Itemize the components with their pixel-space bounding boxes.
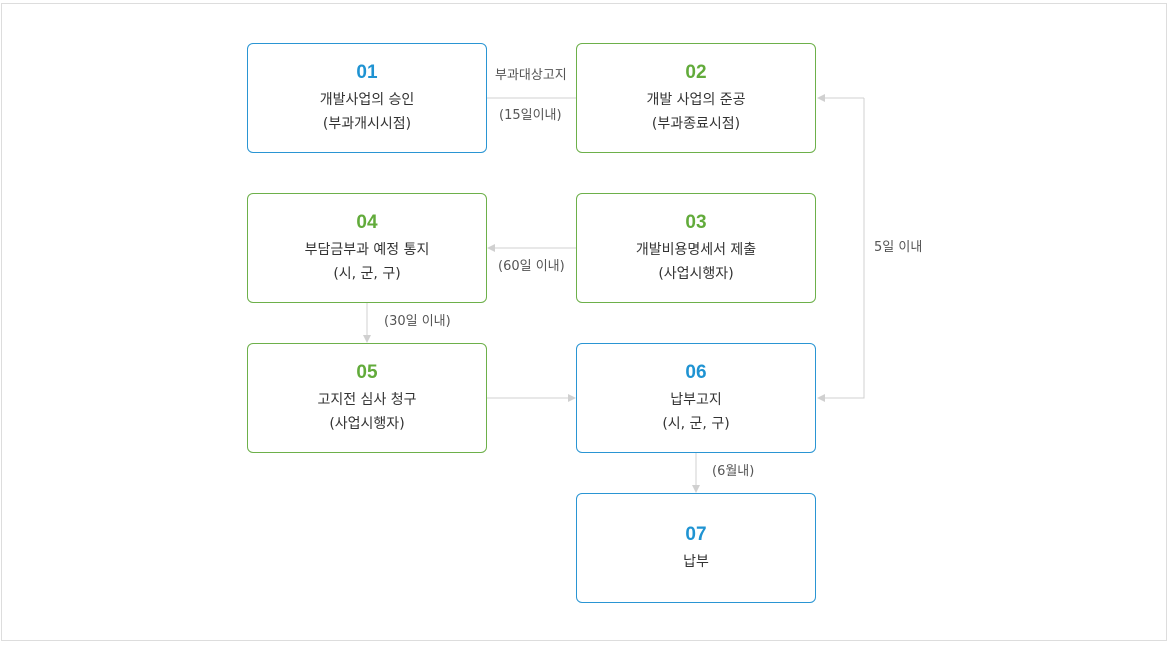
- step-subtitle: (사업시행자): [658, 265, 734, 282]
- step-title: 납부고지: [670, 391, 722, 408]
- connector-label-03-04: (60일 이내): [498, 259, 565, 274]
- step-06-box: 06 납부고지 (시, 군, 구): [576, 343, 816, 453]
- connector-label-06-02: 5일 이내: [874, 240, 923, 255]
- step-title: 개발 사업의 준공: [646, 91, 746, 108]
- step-04-box: 04 부담금부과 예정 통지 (시, 군, 구): [247, 193, 487, 303]
- step-03-box: 03 개발비용명세서 제출 (사업시행자): [576, 193, 816, 303]
- diagram-frame: [1, 3, 1167, 641]
- step-subtitle: (부과종료시점): [651, 115, 741, 132]
- connector-06-02: [817, 98, 865, 402]
- connector-label-01-02-bottom: (15일이내): [499, 108, 562, 123]
- step-number: 02: [685, 61, 707, 83]
- step-subtitle: (사업시행자): [329, 415, 405, 432]
- step-title: 부담금부과 예정 통지: [304, 241, 430, 258]
- step-05-box: 05 고지전 심사 청구 (사업시행자): [247, 343, 487, 453]
- step-number: 06: [685, 361, 707, 383]
- step-01-box: 01 개발사업의 승인 (부과개시시점): [247, 43, 487, 153]
- step-subtitle: (시, 군, 구): [662, 415, 730, 432]
- connector-label-06-07: (6월내): [712, 464, 755, 479]
- step-number: 03: [685, 211, 707, 233]
- step-number: 07: [685, 523, 707, 545]
- step-07-box: 07 납부: [576, 493, 816, 603]
- step-subtitle: (부과개시시점): [322, 115, 412, 132]
- step-number: 04: [356, 211, 378, 233]
- step-number: 05: [356, 361, 378, 383]
- step-number: 01: [356, 61, 378, 83]
- step-02-box: 02 개발 사업의 준공 (부과종료시점): [576, 43, 816, 153]
- step-subtitle: (시, 군, 구): [333, 265, 401, 282]
- step-title: 개발사업의 승인: [319, 91, 415, 108]
- step-title: 개발비용명세서 제출: [635, 241, 757, 258]
- step-title: 고지전 심사 청구: [317, 391, 417, 408]
- connector-label-01-02-top: 부과대상고지: [495, 68, 567, 83]
- step-title: 납부: [683, 553, 709, 570]
- connector-label-04-05: (30일 이내): [384, 314, 451, 329]
